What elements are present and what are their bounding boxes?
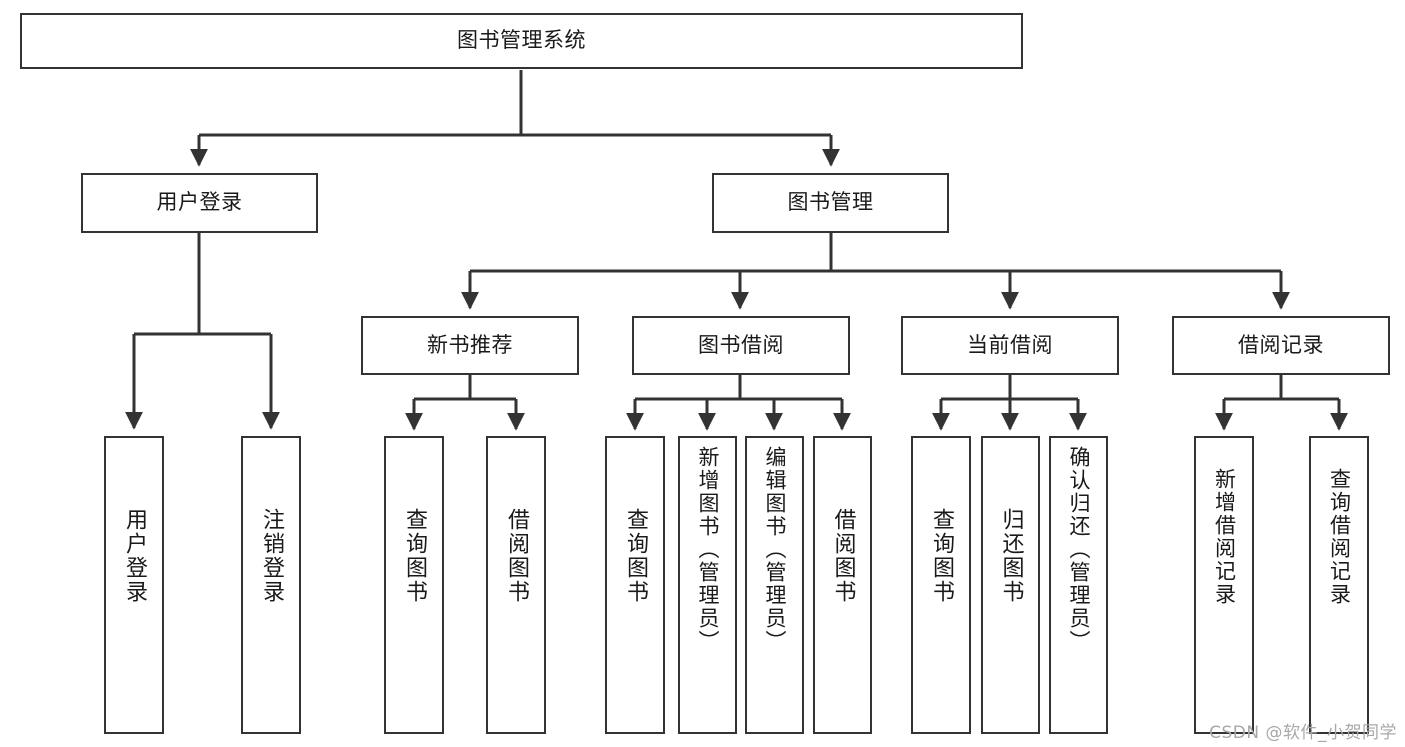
- node-current-borrow[interactable]: 当前借阅: [901, 316, 1119, 375]
- node-leaf-user-logout[interactable]: 注销登录: [241, 436, 301, 734]
- node-current-borrow-label: 当前借阅: [967, 332, 1053, 357]
- node-leaf-cur-confirm-label: 确认归还（管理员）: [1067, 446, 1091, 653]
- node-leaf-rec-borrow-label: 借阅图书: [504, 508, 529, 604]
- node-leaf-rec-add[interactable]: 新增借阅记录: [1194, 436, 1254, 734]
- node-book-manage-label: 图书管理: [787, 190, 874, 215]
- node-leaf-rec-query2-label: 查询借阅记录: [1327, 468, 1352, 606]
- node-leaf-cur-query[interactable]: 查询图书: [911, 436, 971, 734]
- node-book-manage[interactable]: 图书管理: [712, 173, 949, 233]
- node-user-login-label: 用户登录: [156, 190, 243, 215]
- node-leaf-user-login[interactable]: 用户登录: [104, 436, 164, 734]
- node-leaf-rec-query2[interactable]: 查询借阅记录: [1309, 436, 1369, 734]
- node-leaf-cur-return[interactable]: 归还图书: [981, 436, 1040, 734]
- node-leaf-rec-borrow[interactable]: 借阅图书: [486, 436, 546, 734]
- node-root[interactable]: 图书管理系统: [20, 13, 1023, 69]
- node-leaf-borrow-lend[interactable]: 借阅图书: [813, 436, 872, 734]
- node-leaf-borrow-edit-label: 编辑图书（管理员）: [763, 446, 787, 653]
- node-leaf-cur-confirm[interactable]: 确认归还（管理员）: [1049, 436, 1108, 734]
- node-leaf-rec-add-label: 新增借阅记录: [1212, 468, 1237, 606]
- csdn-watermark: CSDN @软件_小贺同学: [1209, 723, 1397, 743]
- node-leaf-borrow-add[interactable]: 新增图书（管理员）: [678, 436, 737, 734]
- node-book-borrow-label: 图书借阅: [698, 332, 784, 357]
- node-leaf-borrow-query[interactable]: 查询图书: [605, 436, 665, 734]
- node-new-book-rec-label: 新书推荐: [427, 332, 513, 357]
- node-leaf-rec-query[interactable]: 查询图书: [384, 436, 444, 734]
- node-leaf-rec-query-label: 查询图书: [402, 508, 427, 604]
- node-leaf-user-logout-label: 注销登录: [259, 508, 284, 604]
- node-borrow-record[interactable]: 借阅记录: [1172, 316, 1390, 375]
- node-leaf-cur-query-label: 查询图书: [929, 508, 954, 604]
- node-leaf-borrow-add-label: 新增图书（管理员）: [696, 446, 720, 653]
- node-root-label: 图书管理系统: [457, 28, 586, 53]
- node-leaf-borrow-edit[interactable]: 编辑图书（管理员）: [745, 436, 804, 734]
- node-book-borrow[interactable]: 图书借阅: [632, 316, 850, 375]
- node-leaf-cur-return-label: 归还图书: [998, 508, 1024, 604]
- node-new-book-rec[interactable]: 新书推荐: [361, 316, 579, 375]
- node-borrow-record-label: 借阅记录: [1238, 332, 1324, 357]
- node-user-login[interactable]: 用户登录: [81, 173, 318, 233]
- node-leaf-borrow-query-label: 查询图书: [623, 508, 648, 604]
- node-leaf-user-login-label: 用户登录: [122, 508, 147, 604]
- node-leaf-borrow-lend-label: 借阅图书: [830, 508, 856, 604]
